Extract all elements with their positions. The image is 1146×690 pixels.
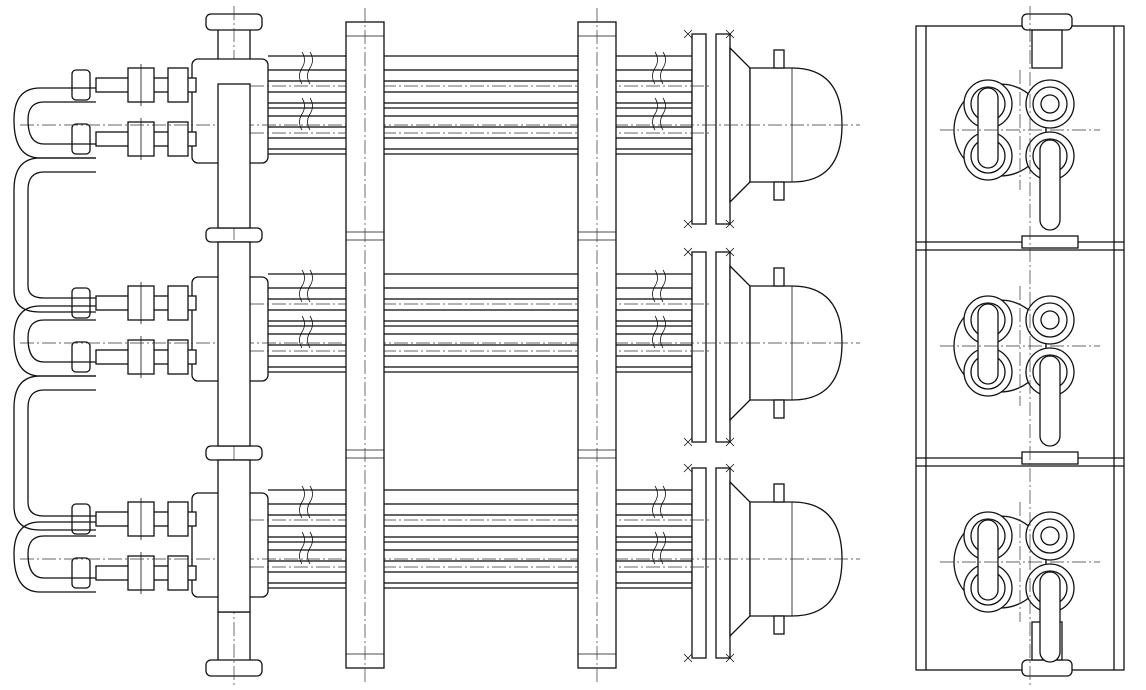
support-plates <box>345 8 617 684</box>
side-elevation-view <box>13 6 861 686</box>
hairpin-section-top <box>19 29 861 229</box>
hairpin-section-bottom <box>19 463 861 663</box>
u-bend-connectors <box>13 87 96 593</box>
end-view <box>915 6 1125 686</box>
hairpin-section-middle <box>19 247 861 447</box>
